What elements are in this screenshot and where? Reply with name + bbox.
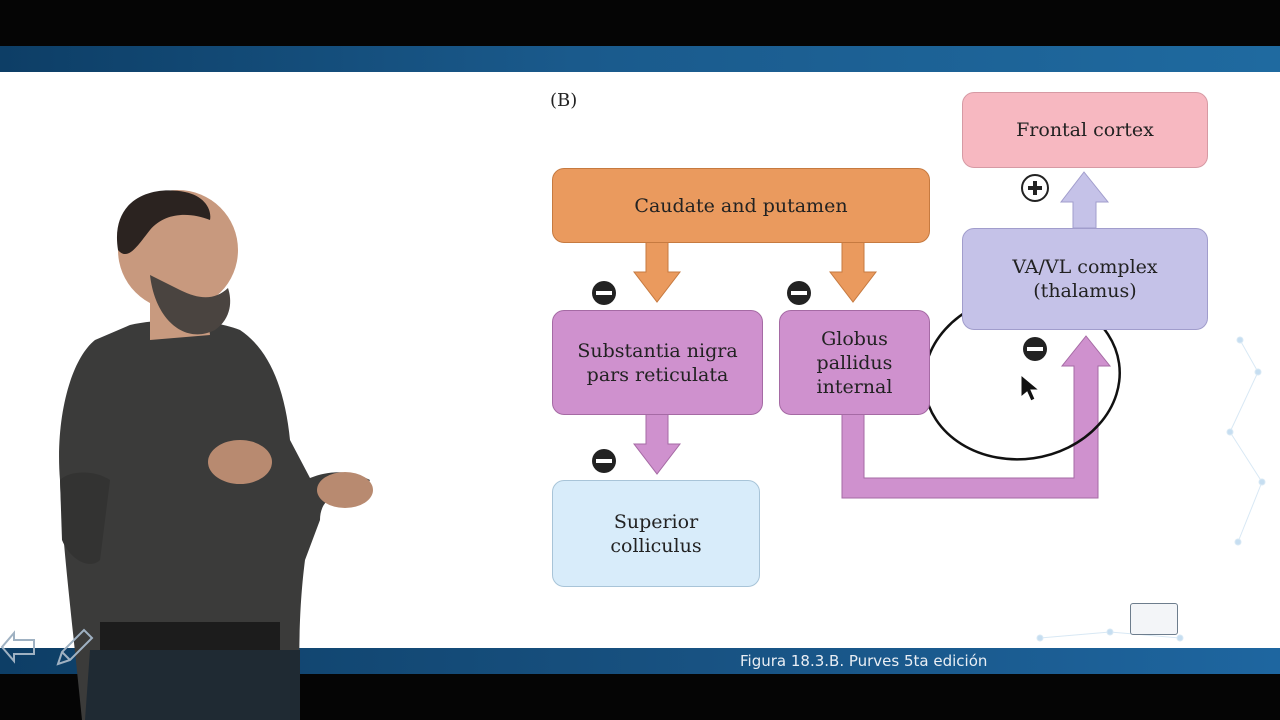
box-frontal-cortex: Frontal cortex (962, 92, 1208, 168)
pencil-icon[interactable] (52, 626, 96, 670)
figure-caption: Figura 18.3.B. Purves 5ta edición (740, 652, 988, 670)
top-header-band (0, 46, 1280, 72)
panel-label: (B) (550, 90, 578, 111)
top-letterbox (0, 0, 1280, 46)
box-thalamus: VA/VL complex (thalamus) (962, 228, 1208, 330)
bottom-footer-band (0, 648, 1280, 674)
box-globus-pallidus: Globus pallidus internal (779, 310, 930, 415)
box-substantia-nigra: Substantia nigra pars reticulata (552, 310, 763, 415)
university-logo (1130, 600, 1260, 638)
box-caudate-putamen: Caudate and putamen (552, 168, 930, 243)
bottom-letterbox (0, 674, 1280, 720)
network-pattern (1036, 336, 1266, 642)
back-arrow-icon[interactable] (0, 628, 38, 666)
logo-emblem (1130, 603, 1178, 635)
box-superior-colliculus: Superior colliculus (552, 480, 760, 587)
